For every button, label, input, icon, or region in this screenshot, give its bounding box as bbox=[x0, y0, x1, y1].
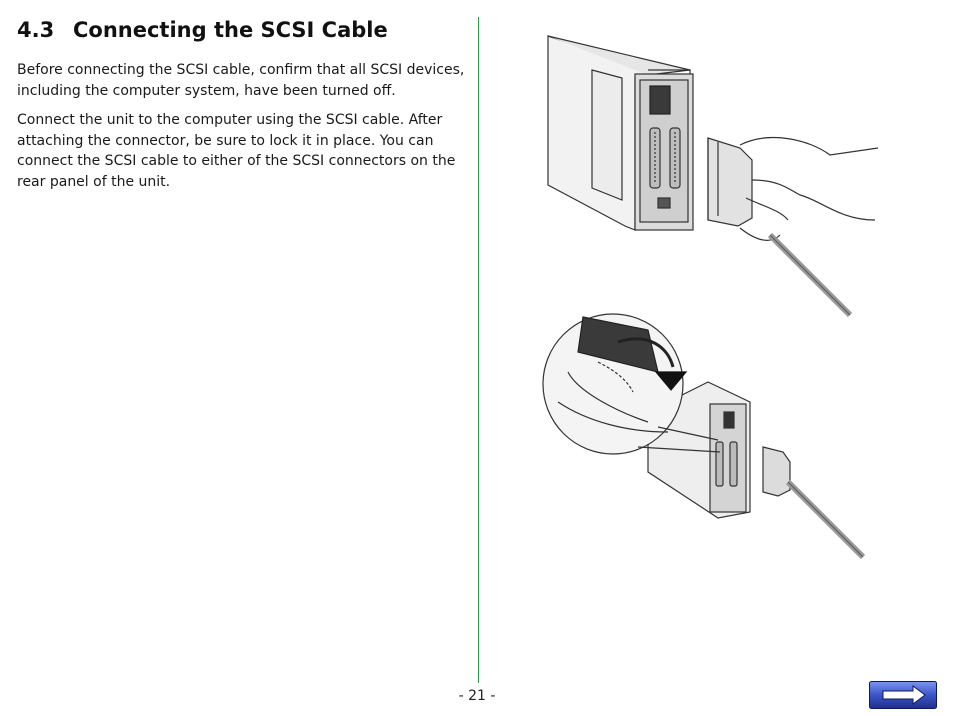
column-divider bbox=[478, 17, 479, 683]
paragraph-power-off: Before connecting the SCSI cable, confir… bbox=[17, 62, 465, 99]
section-title: Connecting the SCSI Cable bbox=[73, 18, 388, 42]
connector-lock-illustration bbox=[542, 313, 866, 560]
section-number: 4.3 bbox=[17, 18, 55, 42]
page-number: - 21 - bbox=[458, 688, 496, 704]
section-heading: 4.3 Connecting the SCSI Cable bbox=[17, 18, 388, 42]
next-page-button[interactable] bbox=[869, 681, 937, 709]
right-arrow-icon bbox=[869, 681, 937, 709]
scsi-connection-illustration bbox=[547, 35, 879, 318]
paragraph-connect-cable: Connect the unit to the computer using t… bbox=[17, 112, 456, 190]
